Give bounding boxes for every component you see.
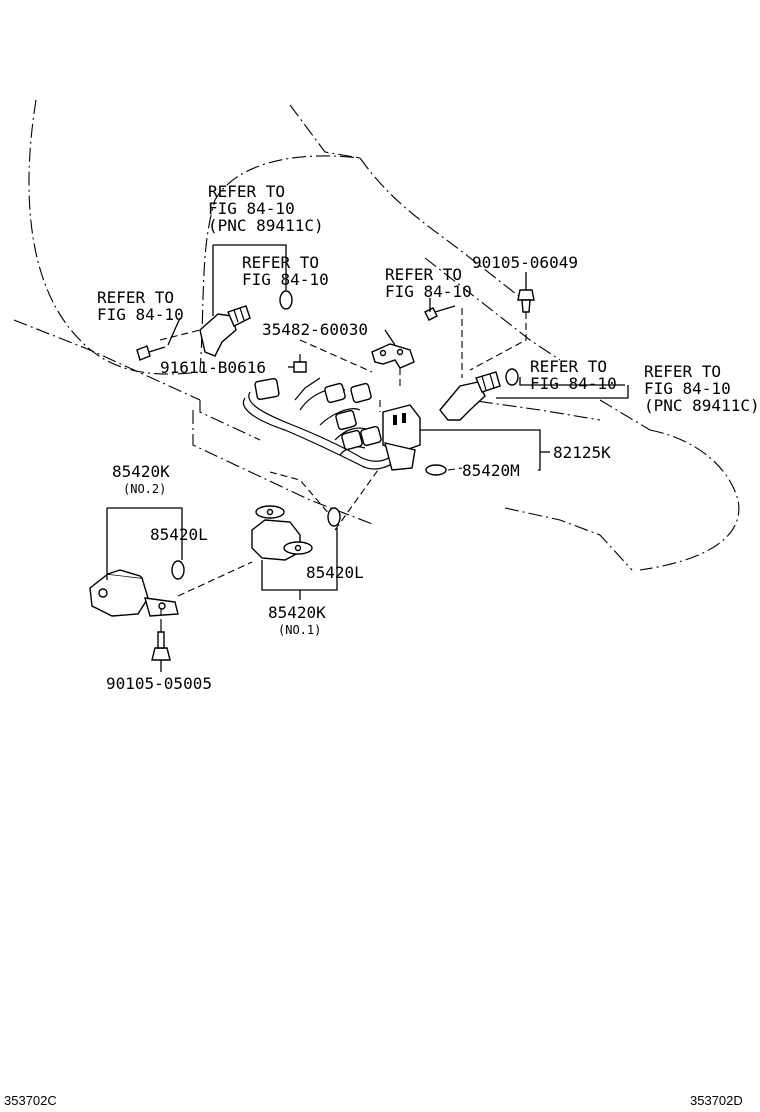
part-number-90105-05005: 90105-05005: [106, 674, 212, 693]
o-rings: [171, 290, 519, 580]
assembly-lines: [159, 308, 527, 620]
refer-mid-line2: FIG 84-10: [242, 270, 329, 289]
figure-code-right: 353702D: [690, 1093, 743, 1108]
engine-outline: [13, 99, 740, 571]
label-refer-right-a: REFER TO FIG 84-10: [530, 357, 617, 393]
sensor-top-left: [199, 305, 251, 357]
refer-left-line1: REFER TO: [97, 288, 174, 307]
label-refer-top: REFER TO FIG 84-10 (PNC 89411C): [208, 182, 324, 235]
refer-center-line1: REFER TO: [385, 265, 462, 284]
leader-lines: [106, 244, 629, 672]
label-refer-mid: REFER TO FIG 84-10: [242, 253, 329, 289]
part-number-91611-b0616: 91611-B0616: [160, 358, 266, 377]
label-refer-left: REFER TO FIG 84-10: [97, 288, 184, 324]
refer-mid-line1: REFER TO: [242, 253, 319, 272]
bolt-left: [136, 345, 166, 361]
refer-right-b-line1: REFER TO: [644, 362, 721, 381]
bolt-91611-b0616: [293, 354, 307, 373]
label-refer-center: REFER TO FIG 84-10: [385, 265, 472, 301]
refer-center-line2: FIG 84-10: [385, 282, 472, 301]
solenoid-no2: [89, 569, 179, 617]
refer-right-a-line1: REFER TO: [530, 357, 607, 376]
bolt-90105-05005: [151, 620, 171, 661]
wire-harness: [242, 377, 421, 471]
label-refer-right-b: REFER TO FIG 84-10 (PNC 89411C): [644, 362, 760, 415]
refer-right-b-line3: (PNC 89411C): [644, 396, 760, 415]
figure-code-left: 353702C: [4, 1093, 57, 1108]
refer-top-line2: FIG 84-10: [208, 199, 295, 218]
note-no2: (NO.2): [123, 482, 166, 496]
part-number-85420l-right: 85420L: [306, 563, 364, 582]
bolt-90105-06049: [517, 289, 535, 313]
bolt-center: [424, 305, 456, 321]
part-number-85420k-no2: 85420K: [112, 462, 170, 481]
part-number-35482-60030: 35482-60030: [262, 320, 368, 339]
part-number-85420l-left: 85420L: [150, 525, 208, 544]
refer-left-line2: FIG 84-10: [97, 305, 184, 324]
part-number-82125k: 82125K: [553, 443, 611, 462]
refer-top-line1: REFER TO: [208, 182, 285, 201]
part-number-90105-06049: 90105-06049: [472, 253, 578, 272]
sensor-right: [439, 371, 501, 421]
part-number-85420k-no1: 85420K: [268, 603, 326, 622]
part-number-85420m: 85420M: [462, 461, 520, 480]
refer-right-a-line2: FIG 84-10: [530, 374, 617, 393]
refer-top-line3: (PNC 89411C): [208, 216, 324, 235]
solenoid-no1: [251, 505, 313, 561]
note-no1: (NO.1): [278, 623, 321, 637]
clamp-35482-60030: [371, 343, 415, 369]
refer-right-b-line2: FIG 84-10: [644, 379, 731, 398]
